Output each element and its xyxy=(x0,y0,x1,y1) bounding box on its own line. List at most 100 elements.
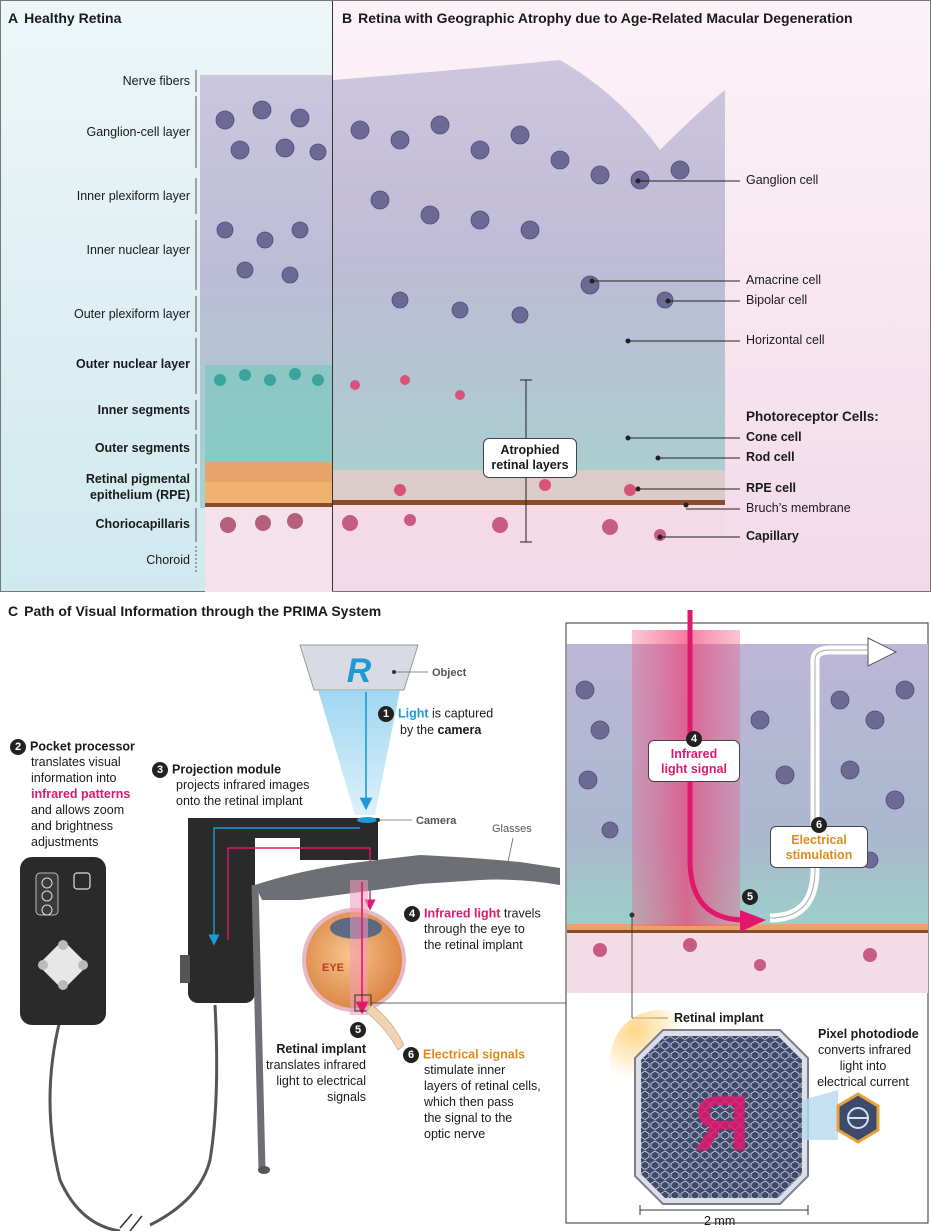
layer-label-outer-nuclear: Outer nuclear layer xyxy=(76,357,190,371)
cell-label-bipolar: Bipolar cell xyxy=(746,293,808,307)
cell-label-bruchs: Bruch’s membrane xyxy=(746,501,851,515)
step2-title-text: Pocket processor xyxy=(30,739,135,754)
step4-line2: through the eye to xyxy=(424,922,525,936)
panel-c-title: C Path of Visual Information through the … xyxy=(8,603,381,619)
step4-line1: 4 Infrared light travels xyxy=(404,906,541,922)
pixel-photodiode-line2: light into xyxy=(839,1059,887,1073)
step5-number: 5 xyxy=(350,1022,366,1038)
step4-number: 4 xyxy=(404,906,420,922)
layer-label-inner-plexiform: Inner plexiform layer xyxy=(76,189,190,203)
step6-line4: the signal to the xyxy=(424,1111,513,1125)
cell-label-rod: Rod cell xyxy=(746,450,795,464)
step2-line3: infrared patterns xyxy=(31,787,131,801)
layer-label-nerve-fibers: Nerve fibers xyxy=(122,74,190,88)
step4-infrared: Infrared light xyxy=(424,906,501,921)
scale-bar-label: 2 mm xyxy=(704,1214,736,1228)
inset-number-5: 5 xyxy=(742,889,758,905)
layer-label-rpe-2: epithelium (RPE) xyxy=(89,488,190,502)
layer-label-outer-plexiform: Outer plexiform layer xyxy=(73,307,190,321)
eye-label: EYE xyxy=(322,962,345,974)
panel-a-letter: A xyxy=(8,10,19,26)
inset-number-5-wrap: 5 xyxy=(742,889,762,905)
cell-label-amacrine: Amacrine cell xyxy=(746,273,822,287)
inset-es-line2: stimulation xyxy=(785,848,853,862)
panel-b-title-text: Retina with Geographic Atrophy due to Ag… xyxy=(358,10,853,26)
step6-line0: 6 Electrical signals xyxy=(403,1047,525,1063)
step1-line2: by the camera xyxy=(400,723,481,738)
cell-label-horizontal: Horizontal cell xyxy=(746,333,825,347)
step6-number: 6 xyxy=(403,1047,419,1063)
cell-label-capillary: Capillary xyxy=(746,529,799,543)
inset-ir-number: 4 xyxy=(686,731,702,747)
step1-captured: is captured xyxy=(428,706,494,721)
step2-line5: and brightness xyxy=(31,819,114,833)
step2-line1: translates visual xyxy=(31,755,121,769)
layer-label-inner-nuclear: Inner nuclear layer xyxy=(86,243,190,257)
retina-illustration xyxy=(0,0,931,592)
step1-light: Light xyxy=(398,706,429,721)
inset-es-number: 6 xyxy=(811,817,827,833)
pixel-photodiode-line1: converts infrared xyxy=(818,1043,912,1057)
step4-line3: the retinal implant xyxy=(424,938,523,952)
step2-line4: and allows zoom xyxy=(31,803,125,817)
pixel-photodiode-title: Pixel photodiode xyxy=(818,1027,919,1041)
inset-ir-line2: light signal xyxy=(661,762,727,776)
inset-ir-number-row: 4 xyxy=(655,731,733,747)
step5-line2: light to electrical xyxy=(276,1074,366,1088)
step3-title: 3 Projection module xyxy=(152,762,281,778)
step2-title: 2 Pocket processor xyxy=(10,739,135,755)
step3-number: 3 xyxy=(152,762,168,778)
layer-label-outer-segments: Outer segments xyxy=(94,441,190,455)
cell-label-cone: Cone cell xyxy=(746,430,802,444)
step5-line3: signals xyxy=(327,1090,366,1104)
layer-label-choriocapillaris: Choriocapillaris xyxy=(95,517,190,531)
photoreceptor-heading: Photoreceptor Cells: xyxy=(746,409,879,424)
camera-label: Camera xyxy=(416,815,457,827)
step3-line2: onto the retinal implant xyxy=(176,794,303,808)
layer-label-inner-segments: Inner segments xyxy=(97,403,190,417)
step1-by: by the xyxy=(400,723,438,737)
panel-a-title-text: Healthy Retina xyxy=(24,10,122,26)
step2-line2: information into xyxy=(31,771,117,785)
object-label: Object xyxy=(432,667,467,679)
pixel-photodiode-line3: electrical current xyxy=(817,1075,909,1089)
layer-label-choroid: Choroid xyxy=(146,553,190,567)
inset-ir-line1: Infrared xyxy=(670,747,718,761)
step5-title: Retinal implant xyxy=(276,1042,366,1056)
implant-glyph: R xyxy=(694,1079,750,1167)
inset-infrared-callout: 4 Infrared light signal xyxy=(648,731,740,782)
object-glyph: R xyxy=(347,652,372,690)
step6-line2: layers of retinal cells, xyxy=(424,1079,541,1093)
step3-title-text: Projection module xyxy=(172,762,282,777)
inset-electrical-callout: 6 Electrical stimulation xyxy=(770,817,868,868)
step1-camera: camera xyxy=(437,723,482,737)
step6-electrical: Electrical signals xyxy=(423,1047,526,1062)
layer-label-ganglion: Ganglion-cell layer xyxy=(86,125,190,139)
step5-line1: translates infrared xyxy=(265,1058,366,1072)
panel-b-title: B Retina with Geographic Atrophy due to A… xyxy=(342,10,853,26)
panel-b-letter: B xyxy=(342,10,353,26)
step2-number: 2 xyxy=(10,739,26,755)
step1-number: 1 xyxy=(378,706,394,722)
inset-es-line1: Electrical xyxy=(791,833,847,847)
step4-travels: travels xyxy=(500,906,541,921)
atrophy-line-2: retinal layers xyxy=(491,458,569,472)
step6-line5: optic nerve xyxy=(424,1127,486,1141)
step1-line1: 1 Light is captured xyxy=(378,706,493,722)
cell-label-rpe: RPE cell xyxy=(746,481,797,495)
atrophy-callout: Atrophied retinal layers xyxy=(483,438,577,478)
step6-line3: which then pass xyxy=(424,1095,514,1109)
step6-line1: stimulate inner xyxy=(424,1063,506,1077)
step3-line1: projects infrared images xyxy=(176,778,310,792)
layer-label-rpe-1: Retinal pigmental xyxy=(85,472,190,486)
panel-c-letter: C xyxy=(8,603,19,619)
panel-a-title: A Healthy Retina xyxy=(8,10,121,26)
step2-line6: adjustments xyxy=(31,835,99,849)
panel-c-title-text: Path of Visual Information through the P… xyxy=(24,603,382,619)
atrophy-line-1: Atrophied xyxy=(500,443,560,457)
inset-implant-label: Retinal implant xyxy=(674,1011,764,1025)
step5-number-wrap: 5 xyxy=(350,1022,370,1038)
cell-label-ganglion: Ganglion cell xyxy=(746,173,819,187)
glasses-label: Glasses xyxy=(492,823,532,835)
